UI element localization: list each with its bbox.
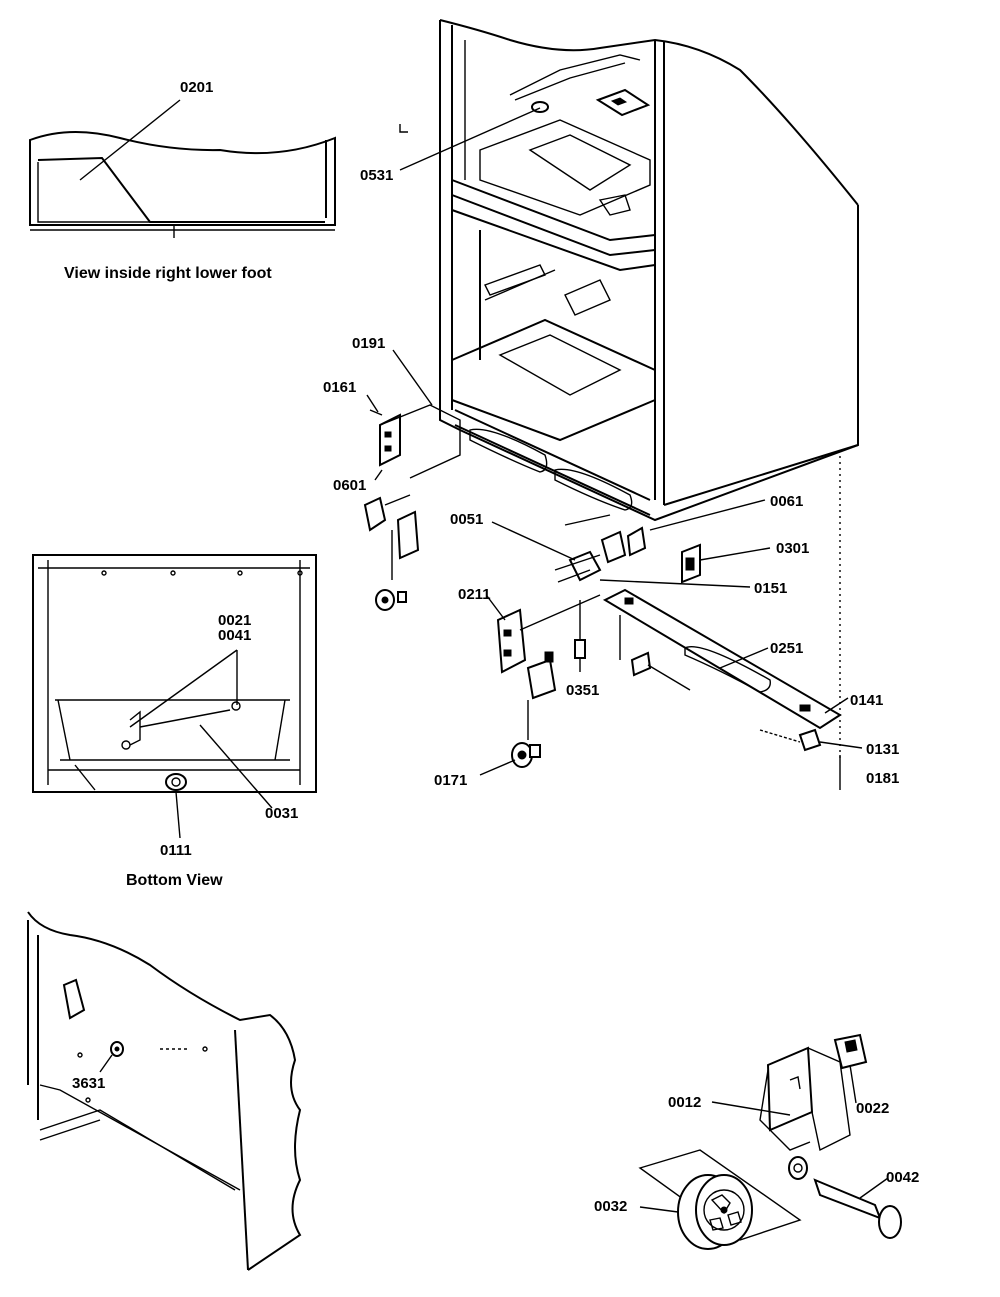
label-0191: 0191 <box>352 335 385 352</box>
label-0211: 0211 <box>458 586 491 603</box>
left-leveler-assembly <box>363 404 461 611</box>
label-0531: 0531 <box>360 167 393 184</box>
label-0041: 0041 <box>218 627 251 644</box>
label-0201: 0201 <box>180 79 213 96</box>
bottom-view-leaders <box>129 649 273 839</box>
label-0251: 0251 <box>770 640 803 657</box>
leader-lines <box>366 107 863 776</box>
caption-bottom-view: Bottom View <box>126 872 223 889</box>
label-0021: 0021 <box>218 612 251 629</box>
label-0042: 0042 <box>886 1169 919 1186</box>
label-3631: 3631 <box>72 1075 105 1092</box>
right-leveler-assembly <box>496 526 842 790</box>
caster-detail <box>638 1033 902 1250</box>
label-0171: 0171 <box>434 772 467 789</box>
inset-bottom-view <box>32 554 317 793</box>
label-0301: 0301 <box>776 540 809 557</box>
label-0111: 0111 <box>160 842 192 859</box>
label-0161: 0161 <box>323 379 356 396</box>
label-0061: 0061 <box>770 493 803 510</box>
label-0601: 0601 <box>333 477 366 494</box>
label-0012: 0012 <box>668 1094 701 1111</box>
label-0051: 0051 <box>450 511 483 528</box>
label-0151: 0151 <box>754 580 787 597</box>
cabinet-corner-view <box>27 911 302 1271</box>
label-0022: 0022 <box>856 1100 889 1117</box>
label-0141: 0141 <box>850 692 883 709</box>
cabinet-body <box>399 19 859 760</box>
caster-leaders <box>639 1064 889 1213</box>
label-0031: 0031 <box>265 805 298 822</box>
label-0032: 0032 <box>594 1198 627 1215</box>
label-0131: 0131 <box>866 741 899 758</box>
label-0181: 0181 <box>866 770 899 787</box>
label-0351: 0351 <box>566 682 599 699</box>
caption-foot-view: View inside right lower foot <box>64 265 272 282</box>
inset-foot-view <box>29 99 336 238</box>
